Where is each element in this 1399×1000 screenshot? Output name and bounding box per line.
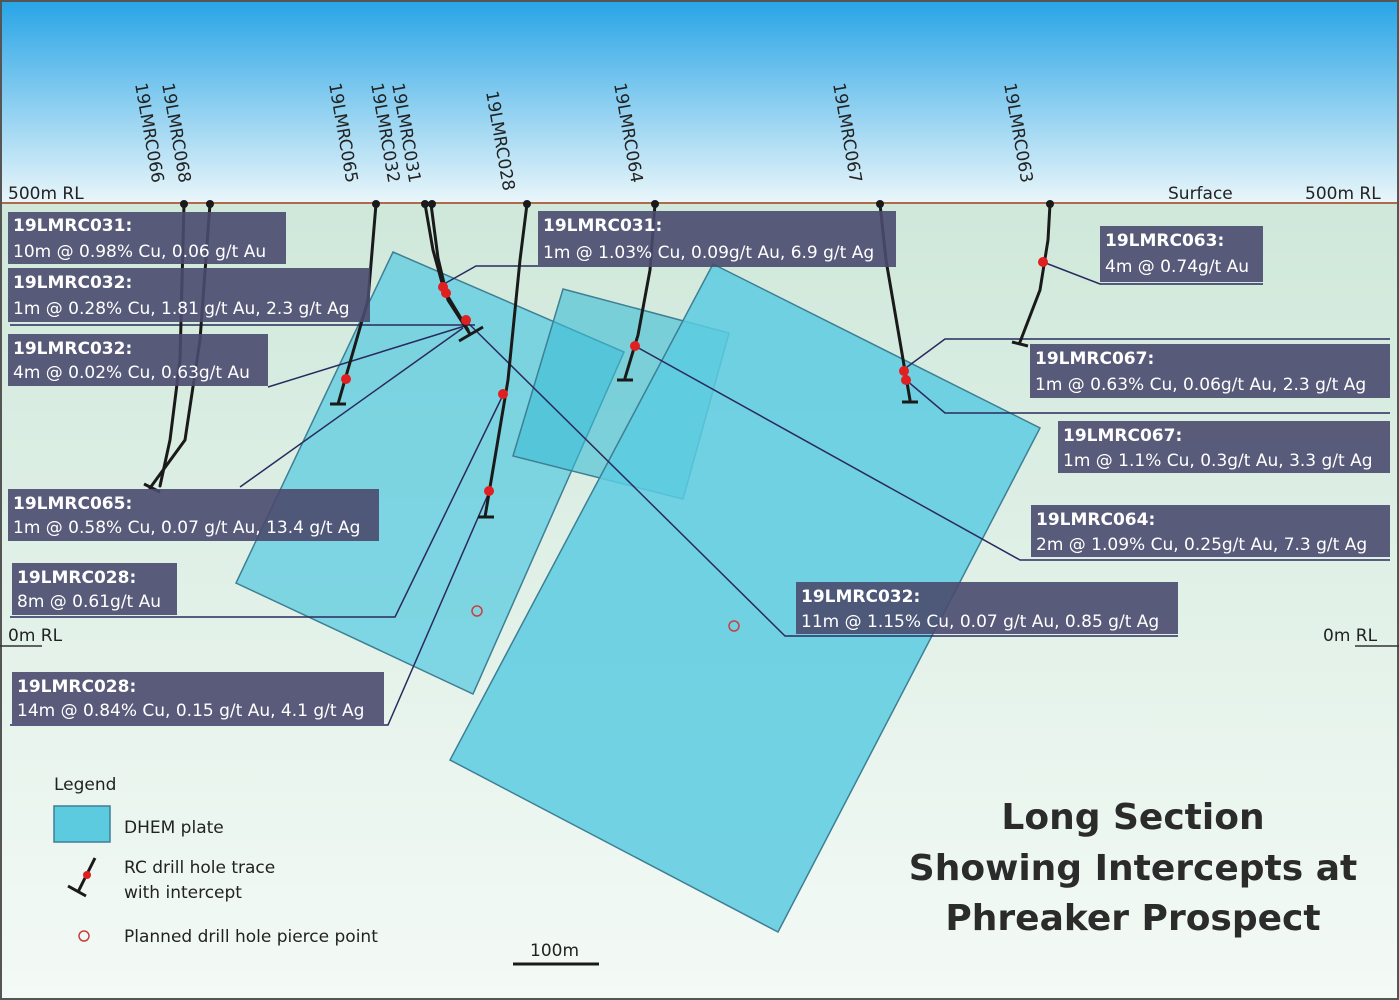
intercept-text: 14m @ 0.84% Cu, 0.15 g/t Au, 4.1 g/t Ag — [17, 701, 364, 721]
intercept-box: 19LMRC031: 1m @ 1.03% Cu, 0.09g/t Au, 6.… — [538, 211, 896, 267]
intercept-text: 4m @ 0.02% Cu, 0.63g/t Au — [13, 363, 250, 383]
leader-lines — [10, 261, 1390, 726]
intercept-text: 10m @ 0.98% Cu, 0.06 g/t Au — [13, 242, 266, 262]
intercept-box: 19LMRC065: 1m @ 0.58% Cu, 0.07 g/t Au, 1… — [8, 489, 379, 541]
dhem-plate-right — [448, 263, 1042, 934]
intercept-text: 1m @ 0.63% Cu, 0.06g/t Au, 2.3 g/t Ag — [1035, 375, 1366, 395]
intercept-box: 19LMRC031: 10m @ 0.98% Cu, 0.06 g/t Au — [8, 212, 286, 264]
intercept-box: 19LMRC028: 8m @ 0.61g/t Au — [12, 563, 177, 615]
intercept-points — [341, 257, 1048, 496]
rl-label-500-right: 500m RL — [1305, 184, 1381, 204]
intercept-text: 8m @ 0.61g/t Au — [17, 592, 161, 612]
rl-label-0-left: 0m RL — [8, 626, 63, 646]
intercept-hole: 19LMRC028: — [17, 677, 136, 697]
intercept-hole: 19LMRC032: — [13, 273, 132, 293]
intercept-hole: 19LMRC067: — [1035, 349, 1154, 369]
title-line-1: Long Section — [1001, 797, 1264, 838]
legend-rc-label-line1: RC drill hole trace — [124, 858, 275, 878]
pierce-point — [728, 620, 740, 632]
legend-rc-icon — [67, 857, 97, 898]
intercept-box: 19LMRC063: 4m @ 0.74g/t Au — [1100, 226, 1263, 282]
intercept-hole: 19LMRC032: — [801, 587, 920, 607]
intercept-hole: 19LMRC031: — [543, 216, 662, 236]
sky-background — [0, 0, 1399, 203]
trace-19LMRC028 — [483, 202, 529, 519]
intercept-hole: 19LMRC063: — [1105, 231, 1224, 251]
scale-bar-label: 100m — [530, 941, 579, 961]
intercept-text: 1m @ 0.58% Cu, 0.07 g/t Au, 13.4 g/t Ag — [13, 518, 360, 538]
legend-pierce-icon — [78, 930, 90, 942]
surface-label: Surface — [1168, 184, 1233, 204]
intercept-box: 19LMRC067: 1m @ 1.1% Cu, 0.3g/t Au, 3.3 … — [1058, 421, 1390, 473]
legend-pierce-label: Planned drill hole pierce point — [124, 927, 378, 947]
intercept-box: 19LMRC067: 1m @ 0.63% Cu, 0.06g/t Au, 2.… — [1030, 344, 1390, 398]
title-line-3: Phreaker Prospect — [945, 898, 1320, 939]
pierce-point — [471, 605, 483, 617]
intercept-hole: 19LMRC064: — [1036, 510, 1155, 530]
intercept-text: 11m @ 1.15% Cu, 0.07 g/t Au, 0.85 g/t Ag — [801, 612, 1159, 632]
legend-rc-label-line2: with intercept — [124, 883, 242, 903]
intercept-hole: 19LMRC028: — [17, 568, 136, 588]
title-line-2: Showing Intercepts at — [909, 848, 1357, 889]
legend-title: Legend — [54, 775, 116, 795]
intercept-hole: 19LMRC067: — [1063, 426, 1182, 446]
intercept-text: 1m @ 1.03% Cu, 0.09g/t Au, 6.9 g/t Ag — [543, 243, 874, 263]
collar-points — [180, 200, 1054, 208]
intercept-box: 19LMRC064: 2m @ 1.09% Cu, 0.25g/t Au, 7.… — [1031, 505, 1390, 557]
intercept-hole: 19LMRC065: — [13, 494, 132, 514]
legend-dhem-label: DHEM plate — [124, 818, 224, 838]
diagram-title: Long Section Showing Intercepts at Phrea… — [909, 797, 1357, 939]
dhem-plate-left — [234, 251, 625, 696]
intercept-hole: 19LMRC032: — [13, 339, 132, 359]
intercept-box: 19LMRC032: 4m @ 0.02% Cu, 0.63g/t Au — [8, 334, 268, 386]
intercept-text: 2m @ 1.09% Cu, 0.25g/t Au, 7.3 g/t Ag — [1036, 535, 1367, 555]
trace-19LMRC031 — [429, 202, 472, 336]
intercept-text: 1m @ 0.28% Cu, 1.81 g/t Au, 2.3 g/t Ag — [13, 299, 350, 319]
trace-end-ticks — [143, 325, 1029, 519]
rl-label-500-left: 500m RL — [8, 184, 84, 204]
legend-dhem-swatch — [53, 805, 111, 843]
intercept-box: 19LMRC032: 11m @ 1.15% Cu, 0.07 g/t Au, … — [796, 582, 1178, 634]
intercept-text: 4m @ 0.74g/t Au — [1105, 257, 1249, 277]
rl-label-0-right: 0m RL — [1323, 626, 1378, 646]
intercept-box: 19LMRC028: 14m @ 0.84% Cu, 0.15 g/t Au, … — [12, 672, 384, 724]
legend: Legend DHEM plate RC drill hole trace wi… — [53, 775, 378, 947]
intercept-text: 1m @ 1.1% Cu, 0.3g/t Au, 3.3 g/t Ag — [1063, 451, 1373, 471]
intercept-box: 19LMRC032: 1m @ 0.28% Cu, 1.81 g/t Au, 2… — [8, 268, 370, 322]
intercept-hole: 19LMRC031: — [13, 216, 132, 236]
